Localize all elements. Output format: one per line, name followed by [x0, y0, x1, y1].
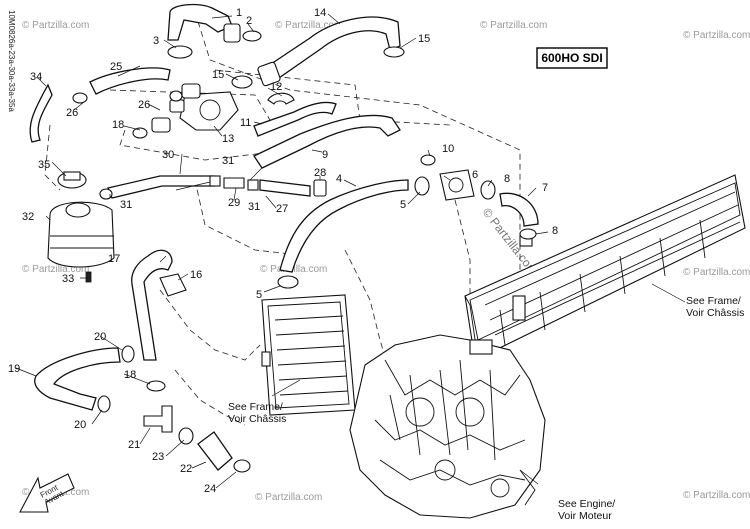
callout: 9: [322, 149, 328, 161]
watermark: © Partzilla.com: [260, 264, 327, 275]
watermark: © Partzilla.com: [22, 20, 89, 31]
callout: 7: [542, 182, 548, 194]
note-line: See Frame/: [686, 295, 741, 307]
watermark: © Partzilla.com: [480, 20, 547, 31]
callout: 35: [38, 159, 50, 171]
callout: 5: [256, 289, 262, 301]
model-label: 600HO SDI: [541, 51, 602, 65]
note-line: Voir Moteur: [558, 510, 612, 522]
callout: 6: [472, 169, 478, 181]
callout: 12: [270, 81, 282, 93]
watermark: © Partzilla.com: [22, 264, 89, 275]
callout: 29: [228, 197, 240, 209]
leader-lines: [15, 13, 686, 489]
engine: [349, 334, 546, 519]
callout: 1: [236, 7, 242, 19]
hoses: [29, 3, 539, 473]
front-arrow-icon: Front Avant: [19, 473, 75, 513]
callout: 23: [152, 451, 164, 463]
callout: 31: [120, 199, 132, 211]
side-code: 10M0826a-23a-30a-33a-35a: [7, 10, 16, 112]
note-frame-right: See Frame/ Voir Châssis: [686, 295, 744, 319]
callout: 18: [124, 369, 136, 381]
note-line: See Frame/: [228, 401, 283, 413]
callout: 2: [246, 15, 252, 27]
note-line: Voir Châssis: [686, 307, 744, 319]
callout: 31: [222, 155, 234, 167]
watermark: © Partzilla.com: [683, 30, 750, 41]
callout: 8: [504, 173, 510, 185]
callout: 28: [314, 167, 326, 179]
callout: 31: [248, 201, 260, 213]
callout: 15: [418, 33, 430, 45]
callout: 24: [204, 483, 216, 495]
callout: 4: [336, 173, 342, 185]
note-frame-center: See Frame/ Voir Châssis: [228, 401, 286, 425]
callout: 34: [30, 71, 42, 83]
callout: 10: [442, 143, 454, 155]
callout: 25: [110, 61, 122, 73]
watermark: © Partzilla.com: [255, 492, 322, 503]
callout: 14: [314, 7, 326, 19]
callout: 26: [66, 107, 78, 119]
callout: 26: [138, 99, 150, 111]
note-engine: See Engine/ Voir Moteur: [558, 498, 615, 522]
callout: 30: [162, 149, 174, 161]
callout: 19: [8, 363, 20, 375]
callout: 15: [212, 69, 224, 81]
radiator: [261, 294, 356, 416]
callout: 16: [190, 269, 202, 281]
watermark: © Partzilla.com: [683, 267, 750, 278]
model-label-box: 600HO SDI: [536, 47, 608, 69]
callout: 3: [153, 35, 159, 47]
callout: 18: [112, 119, 124, 131]
callout: 20: [94, 331, 106, 343]
note-line: Voir Châssis: [228, 413, 286, 425]
callout: 11: [240, 117, 251, 129]
callout: 13: [222, 133, 234, 145]
callout: 33: [62, 273, 74, 285]
callouts: 1 2 3 4 5 5 6 7 8 8 9 10 11 12 13 14 15 …: [8, 7, 558, 495]
callout: 22: [180, 463, 192, 475]
watermark: © Partzilla.com: [275, 20, 342, 31]
heat-exchanger: [464, 174, 746, 361]
callout: 20: [74, 419, 86, 431]
callout: 32: [22, 211, 34, 223]
note-line: See Engine/: [558, 498, 615, 510]
callout: 5: [400, 199, 406, 211]
callout: 8: [552, 225, 558, 237]
callout: 17: [108, 253, 120, 265]
callout: 21: [128, 439, 140, 451]
watermark: © Partzilla.com: [683, 490, 750, 501]
callout: 27: [276, 203, 288, 215]
